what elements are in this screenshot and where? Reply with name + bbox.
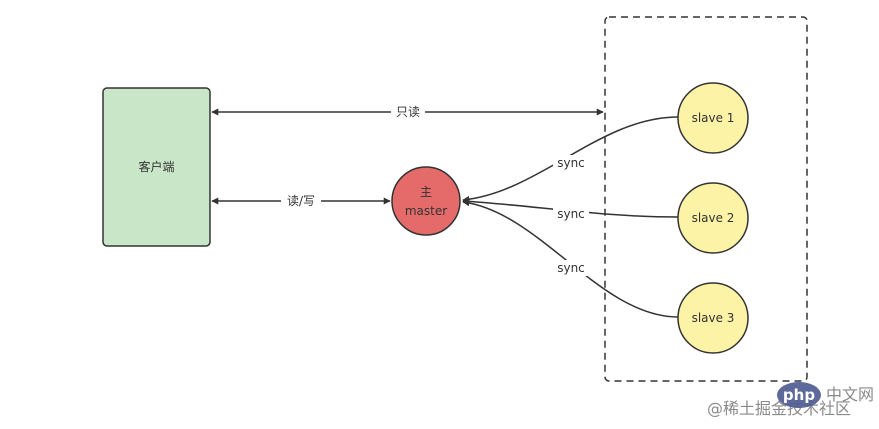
- slave-label-3: slave 3: [692, 311, 735, 325]
- php-badge-text: php: [783, 386, 815, 404]
- sync-label-3: sync: [557, 261, 585, 275]
- php-site-text: 中文网: [826, 385, 874, 404]
- slave-group-boundary: [604, 16, 808, 382]
- master-node: [391, 166, 461, 236]
- client-box: [102, 87, 211, 247]
- read-write-label-bg: [281, 193, 321, 209]
- client-label: 客户端: [138, 159, 174, 174]
- read-write-label: 读/写: [287, 194, 315, 208]
- slave-label-1: slave 1: [692, 111, 735, 125]
- sync-label-2: sync: [557, 207, 585, 221]
- master-label-cn: 主: [420, 185, 432, 199]
- slave-node-3: [677, 282, 749, 354]
- slave-label-2: slave 2: [692, 211, 735, 225]
- read-only-label: 只读: [396, 105, 420, 119]
- slave-node-2: [677, 182, 749, 254]
- slave-node-1: [677, 82, 749, 154]
- php-logo-icon: [777, 382, 821, 408]
- read-only-label-bg: [391, 104, 425, 120]
- sync-label-1-bg: [553, 155, 589, 171]
- sync-label-3-bg: [553, 260, 589, 276]
- watermark: @稀土掘金技术社区 php 中文网: [707, 382, 874, 418]
- sync-label-2-bg: [553, 206, 589, 222]
- sync-label-1: sync: [557, 156, 585, 170]
- master-label-en: master: [405, 204, 447, 218]
